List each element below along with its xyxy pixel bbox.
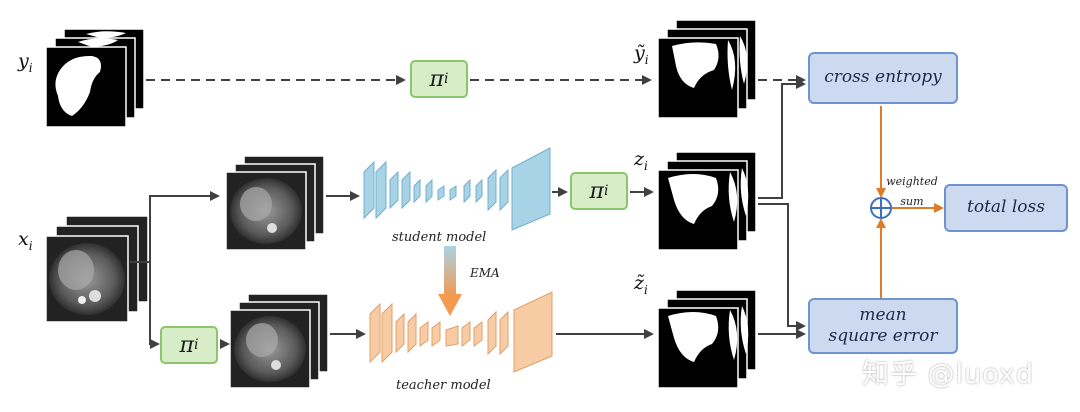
prediction-stack-z: [657, 151, 757, 251]
cross-entropy-box: cross entropy: [808, 52, 958, 104]
var-z-tilde-sub: i: [644, 282, 648, 297]
student-model-label: student model: [392, 230, 487, 245]
teacher-model-label: teacher model: [396, 378, 491, 393]
label-y-tilde-i: ỹi: [634, 42, 649, 67]
ct-stack-x: [45, 215, 149, 323]
var-z-sub: i: [644, 158, 648, 173]
pi-symbol: π: [589, 178, 604, 204]
arrow-x-branches: [130, 191, 220, 349]
total-loss-box: total loss: [944, 184, 1068, 232]
var-z: z: [634, 148, 645, 170]
label-stack-y-tilde: [657, 19, 757, 119]
student-model-network: [363, 147, 551, 231]
var-y: y: [18, 50, 29, 72]
label-y-i: yi: [18, 50, 33, 75]
pi-symbol: π: [179, 332, 194, 358]
var-y-tilde-sub: i: [644, 52, 649, 67]
pi-sub: i: [603, 183, 609, 199]
label-stack-y: [45, 28, 145, 128]
var-z-tilde: z̃: [634, 272, 645, 294]
prediction-stack-z-tilde: [657, 289, 757, 389]
var-x: x: [18, 228, 29, 250]
ct-stack-student-input: [225, 155, 325, 251]
pi-sub: i: [193, 337, 199, 353]
mse-box: mean square error: [808, 298, 958, 354]
watermark: 知乎 @luoxd: [862, 359, 1035, 390]
pi-sub: i: [443, 71, 449, 87]
var-x-sub: i: [28, 238, 33, 253]
label-z-tilde-i: z̃i: [634, 272, 648, 297]
ct-stack-teacher-input: [229, 293, 329, 389]
pi-symbol: π: [429, 66, 444, 92]
ema-arrow: [438, 246, 462, 316]
sum-icon: [870, 197, 892, 219]
label-x-i: xi: [18, 228, 33, 253]
var-y-tilde: ỹ: [634, 42, 645, 64]
arrow-z-to-losses: [758, 79, 806, 331]
label-z-i: zi: [634, 148, 648, 173]
ema-label: EMA: [470, 266, 500, 280]
weighted-sum-label: weighted sum: [886, 175, 938, 208]
var-y-sub: i: [28, 60, 33, 75]
teacher-model-network: [369, 291, 553, 373]
